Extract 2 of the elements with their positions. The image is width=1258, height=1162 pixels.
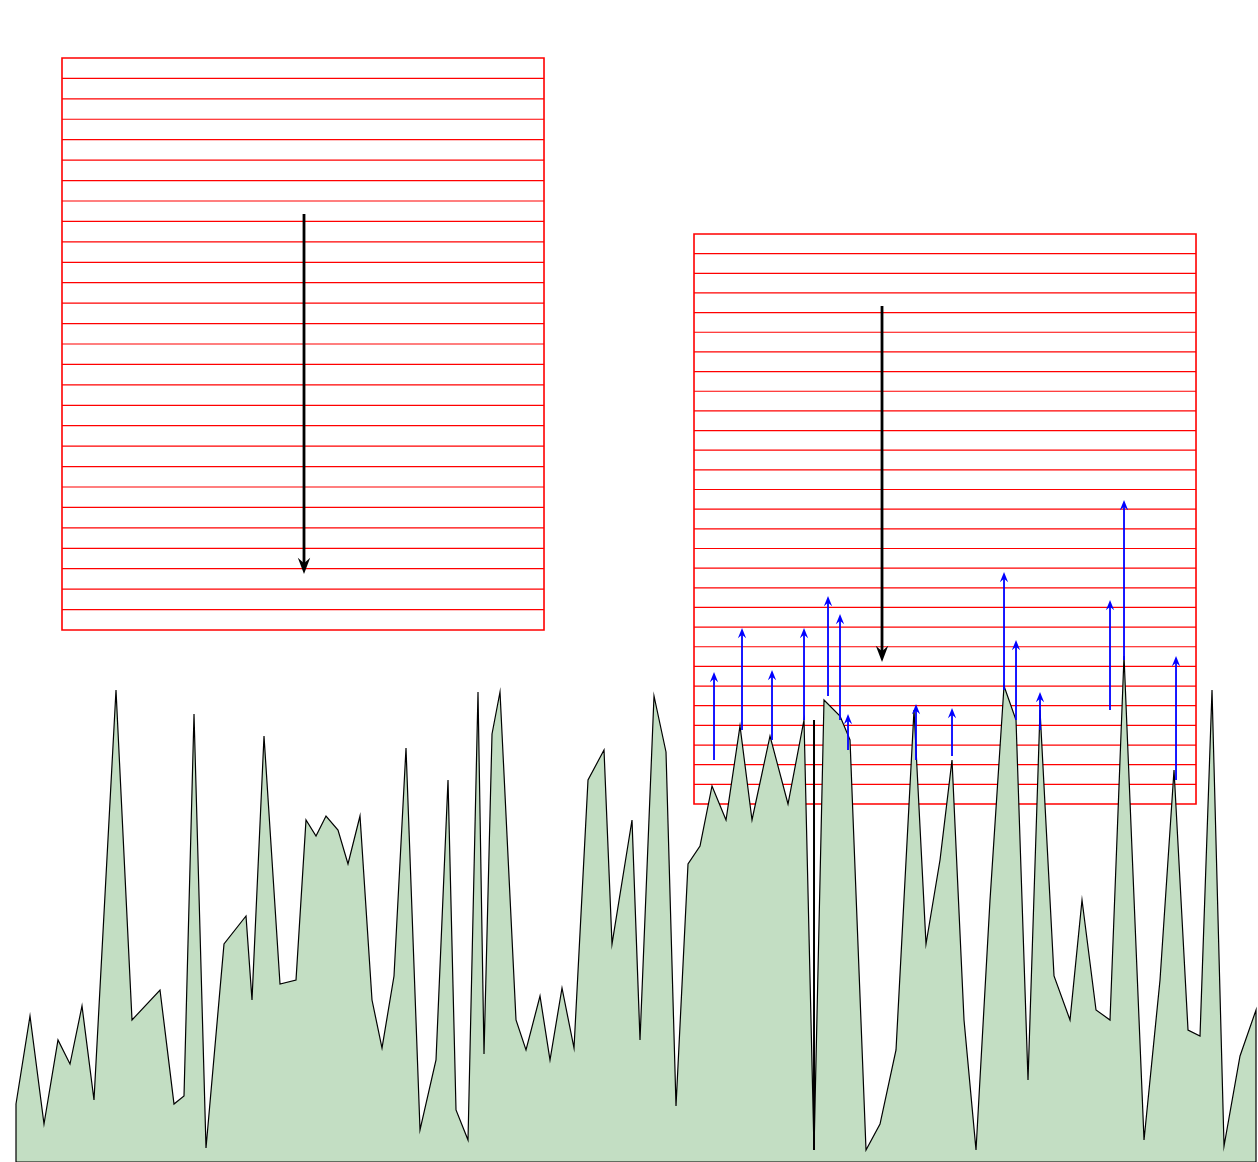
layered-box <box>61 57 545 631</box>
layered-box <box>693 233 1197 805</box>
